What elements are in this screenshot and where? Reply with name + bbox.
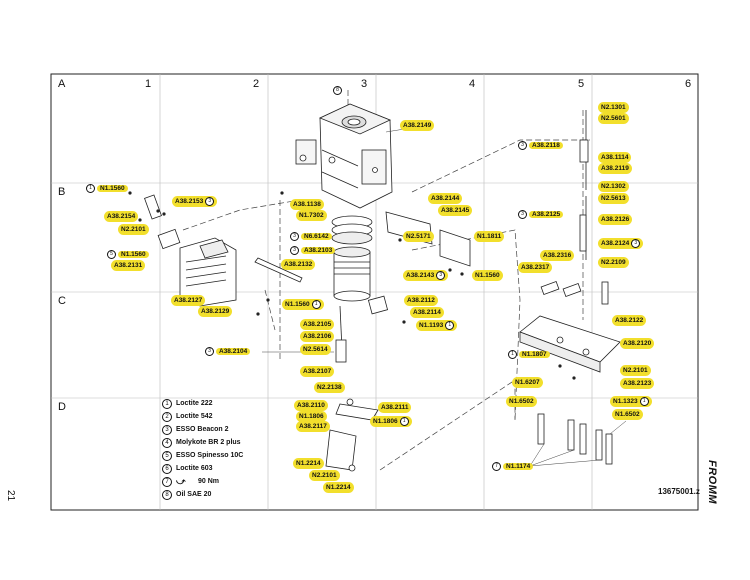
callout-label: A38.2317 [518,262,553,273]
callout-label: N2.2101 [118,224,149,235]
callout-label: A38.2129 [198,306,233,317]
callout-label: A38.2126 [598,214,633,225]
callout-label: 8 [333,86,344,96]
shafts [254,110,609,363]
brand-logo: FROMM [706,460,718,505]
callout-label: A38.2132 [281,259,316,270]
row-header-c: C [58,295,66,307]
column-header-5: 5 [578,78,585,90]
callout-label: N2.2101 [309,470,340,481]
callout-label: A38.2110 [294,400,328,411]
callout-label: A38.2144 [428,193,463,204]
callout-label: N1.1560 [472,270,503,281]
bottom-linkage [325,398,379,472]
callout-label: N1.2214 [293,458,324,469]
callout-label: A38.1114 [598,152,632,163]
callout-label: A38.2105 [300,319,335,330]
page-number: 21 [5,490,16,502]
callout-label: N2.5601 [598,113,629,124]
callout-label: N2.5613 [598,193,629,204]
callout-label: A38.2316 [540,250,575,261]
callout-label: A38.2154 [104,211,139,222]
callout-label: N1.6207 [512,377,543,388]
callout-label: N1.7302 [296,210,327,221]
callout-label: N2.1302 [598,181,629,192]
callout-label: N2.1301 [598,102,629,113]
column-header-4: 4 [469,78,476,90]
row-header-d: D [58,401,66,413]
column-header-2: 2 [253,78,260,90]
callout-label: A38.2149 [400,120,435,131]
callout-label: A38.2117 [296,421,330,432]
document-number: 13675001.z [658,487,700,496]
callout-label: A38.2120 [620,338,655,349]
grid-lines [51,74,698,510]
bottom-bolts [537,413,613,465]
callout-label: N2.5614 [300,344,331,355]
callout-label: A38.2122 [612,315,647,326]
row-header-b: B [58,186,66,198]
callout-label: N1.1811 [474,231,505,242]
callout-label: A38.2145 [438,205,473,216]
cylinder-parts [331,215,373,302]
row-header-a: A [58,78,66,90]
left-bracket [144,194,237,307]
column-header-6: 6 [685,78,692,90]
column-header-1: 1 [145,78,152,90]
callout-label: A38.2123 [620,378,655,389]
callout-label: A38.2127 [171,295,206,306]
legend-item: 7⤻90 Nm [162,475,282,488]
column-header-3: 3 [361,78,368,90]
small-screws [128,191,576,380]
callout-label: A38.1138 [290,199,324,210]
callout-label: N2.5171 [403,231,434,242]
callout-label: A38.2131 [111,260,146,271]
callout-label: A38.2112 [404,295,438,306]
callout-label: N1.6502 [506,396,537,407]
main-housing [295,103,393,209]
callout-label: N2.2101 [620,365,651,376]
callout-label: A38.2114 [410,307,444,318]
callout-label: N2.2109 [598,257,629,268]
callout-label: N1.6502 [612,409,643,420]
torque-arrow-icon: ⤻ [176,476,186,486]
callout-label: N1.1806 [296,411,327,422]
callout-label: N2.2138 [314,382,345,393]
callout-label: A38.2107 [300,366,335,377]
callout-label: A38.2111 [378,402,412,413]
callout-label: A38.2106 [300,331,335,342]
callout-label: A38.2119 [598,163,632,174]
callout-label: N1.2214 [323,482,354,493]
